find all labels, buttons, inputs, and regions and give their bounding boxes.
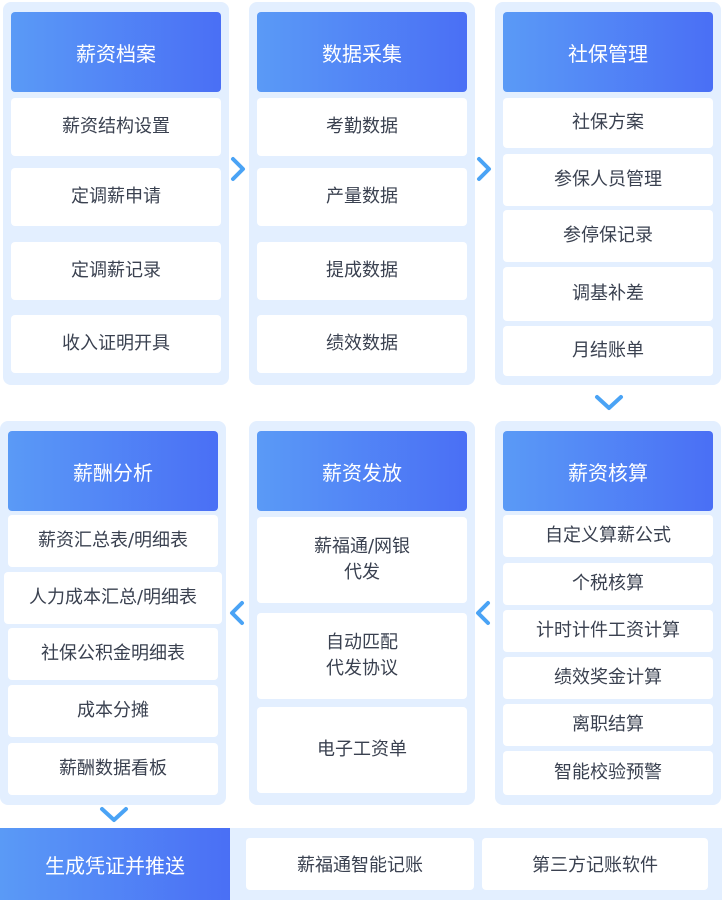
item-performance-data[interactable]: 绩效数据 <box>257 315 467 373</box>
panel-compensation-analysis: 薪酬分析 薪资汇总表/明细表 人力成本汇总/明细表 社保公积金明细表 成本分摊 … <box>0 421 226 805</box>
item-attendance-data[interactable]: 考勤数据 <box>257 98 467 156</box>
panel-data-collection: 数据采集 考勤数据 产量数据 提成数据 绩效数据 <box>249 2 475 385</box>
item-electronic-payslip[interactable]: 电子工资单 <box>257 707 467 793</box>
chevron-down-icon <box>100 807 128 822</box>
item-third-party-software[interactable]: 第三方记账软件 <box>482 838 708 890</box>
item-fund-detail[interactable]: 社保公积金明细表 <box>8 628 218 680</box>
item-social-plan[interactable]: 社保方案 <box>503 98 713 148</box>
item-payroll-bank-payout[interactable]: 薪福通/网银 代发 <box>257 517 467 603</box>
salary-archive-header: 薪资档案 <box>11 12 221 92</box>
item-smart-bookkeeping[interactable]: 薪福通智能记账 <box>246 838 474 890</box>
panel-salary-accounting: 薪资核算 自定义算薪公式 个税核算 计时计件工资计算 绩效奖金计算 离职结算 智… <box>495 421 721 805</box>
item-monthly-bill[interactable]: 月结账单 <box>503 326 713 376</box>
chevron-down-icon <box>595 395 623 410</box>
item-auto-match-agreement[interactable]: 自动匹配 代发协议 <box>257 613 467 699</box>
item-custom-formula[interactable]: 自定义算薪公式 <box>503 515 713 557</box>
item-piece-rate-calc[interactable]: 计时计件工资计算 <box>503 610 713 652</box>
item-salary-adjust-record[interactable]: 定调薪记录 <box>11 242 221 300</box>
item-labor-cost-summary[interactable]: 人力成本汇总/明细表 <box>4 572 222 624</box>
voucher-header: 生成凭证并推送 <box>0 828 230 900</box>
item-salary-summary[interactable]: 薪资汇总表/明细表 <box>8 515 218 567</box>
social-security-header: 社保管理 <box>503 12 713 92</box>
item-output-data[interactable]: 产量数据 <box>257 168 467 226</box>
item-smart-validation[interactable]: 智能校验预警 <box>503 751 713 795</box>
salary-accounting-header: 薪资核算 <box>503 431 713 511</box>
item-salary-structure[interactable]: 薪资结构设置 <box>11 98 221 156</box>
item-commission-data[interactable]: 提成数据 <box>257 242 467 300</box>
chevron-right-icon <box>477 157 491 181</box>
salary-payout-header: 薪资发放 <box>257 431 467 511</box>
item-insured-staff[interactable]: 参保人员管理 <box>503 154 713 206</box>
data-collection-header: 数据采集 <box>257 12 467 92</box>
item-base-adjustment[interactable]: 调基补差 <box>503 267 713 321</box>
item-income-tax[interactable]: 个税核算 <box>503 563 713 605</box>
panel-salary-archive: 薪资档案 薪资结构设置 定调薪申请 定调薪记录 收入证明开具 <box>3 2 229 385</box>
item-insurance-records[interactable]: 参停保记录 <box>503 210 713 262</box>
panel-social-security: 社保管理 社保方案 参保人员管理 参停保记录 调基补差 月结账单 <box>495 2 721 385</box>
chevron-left-icon <box>476 601 490 625</box>
item-bonus-calc[interactable]: 绩效奖金计算 <box>503 657 713 699</box>
panel-salary-payout: 薪资发放 薪福通/网银 代发 自动匹配 代发协议 电子工资单 <box>249 421 475 805</box>
item-compensation-dashboard[interactable]: 薪酬数据看板 <box>8 743 218 795</box>
item-salary-adjust-apply[interactable]: 定调薪申请 <box>11 168 221 226</box>
item-cost-allocation[interactable]: 成本分摊 <box>8 685 218 737</box>
compensation-analysis-header: 薪酬分析 <box>8 431 218 511</box>
chevron-left-icon <box>230 601 244 625</box>
item-resignation-settlement[interactable]: 离职结算 <box>503 704 713 746</box>
voucher-bar: 生成凭证并推送 薪福通智能记账 第三方记账软件 <box>0 828 722 900</box>
chevron-right-icon <box>231 157 245 181</box>
item-income-certificate[interactable]: 收入证明开具 <box>11 315 221 373</box>
